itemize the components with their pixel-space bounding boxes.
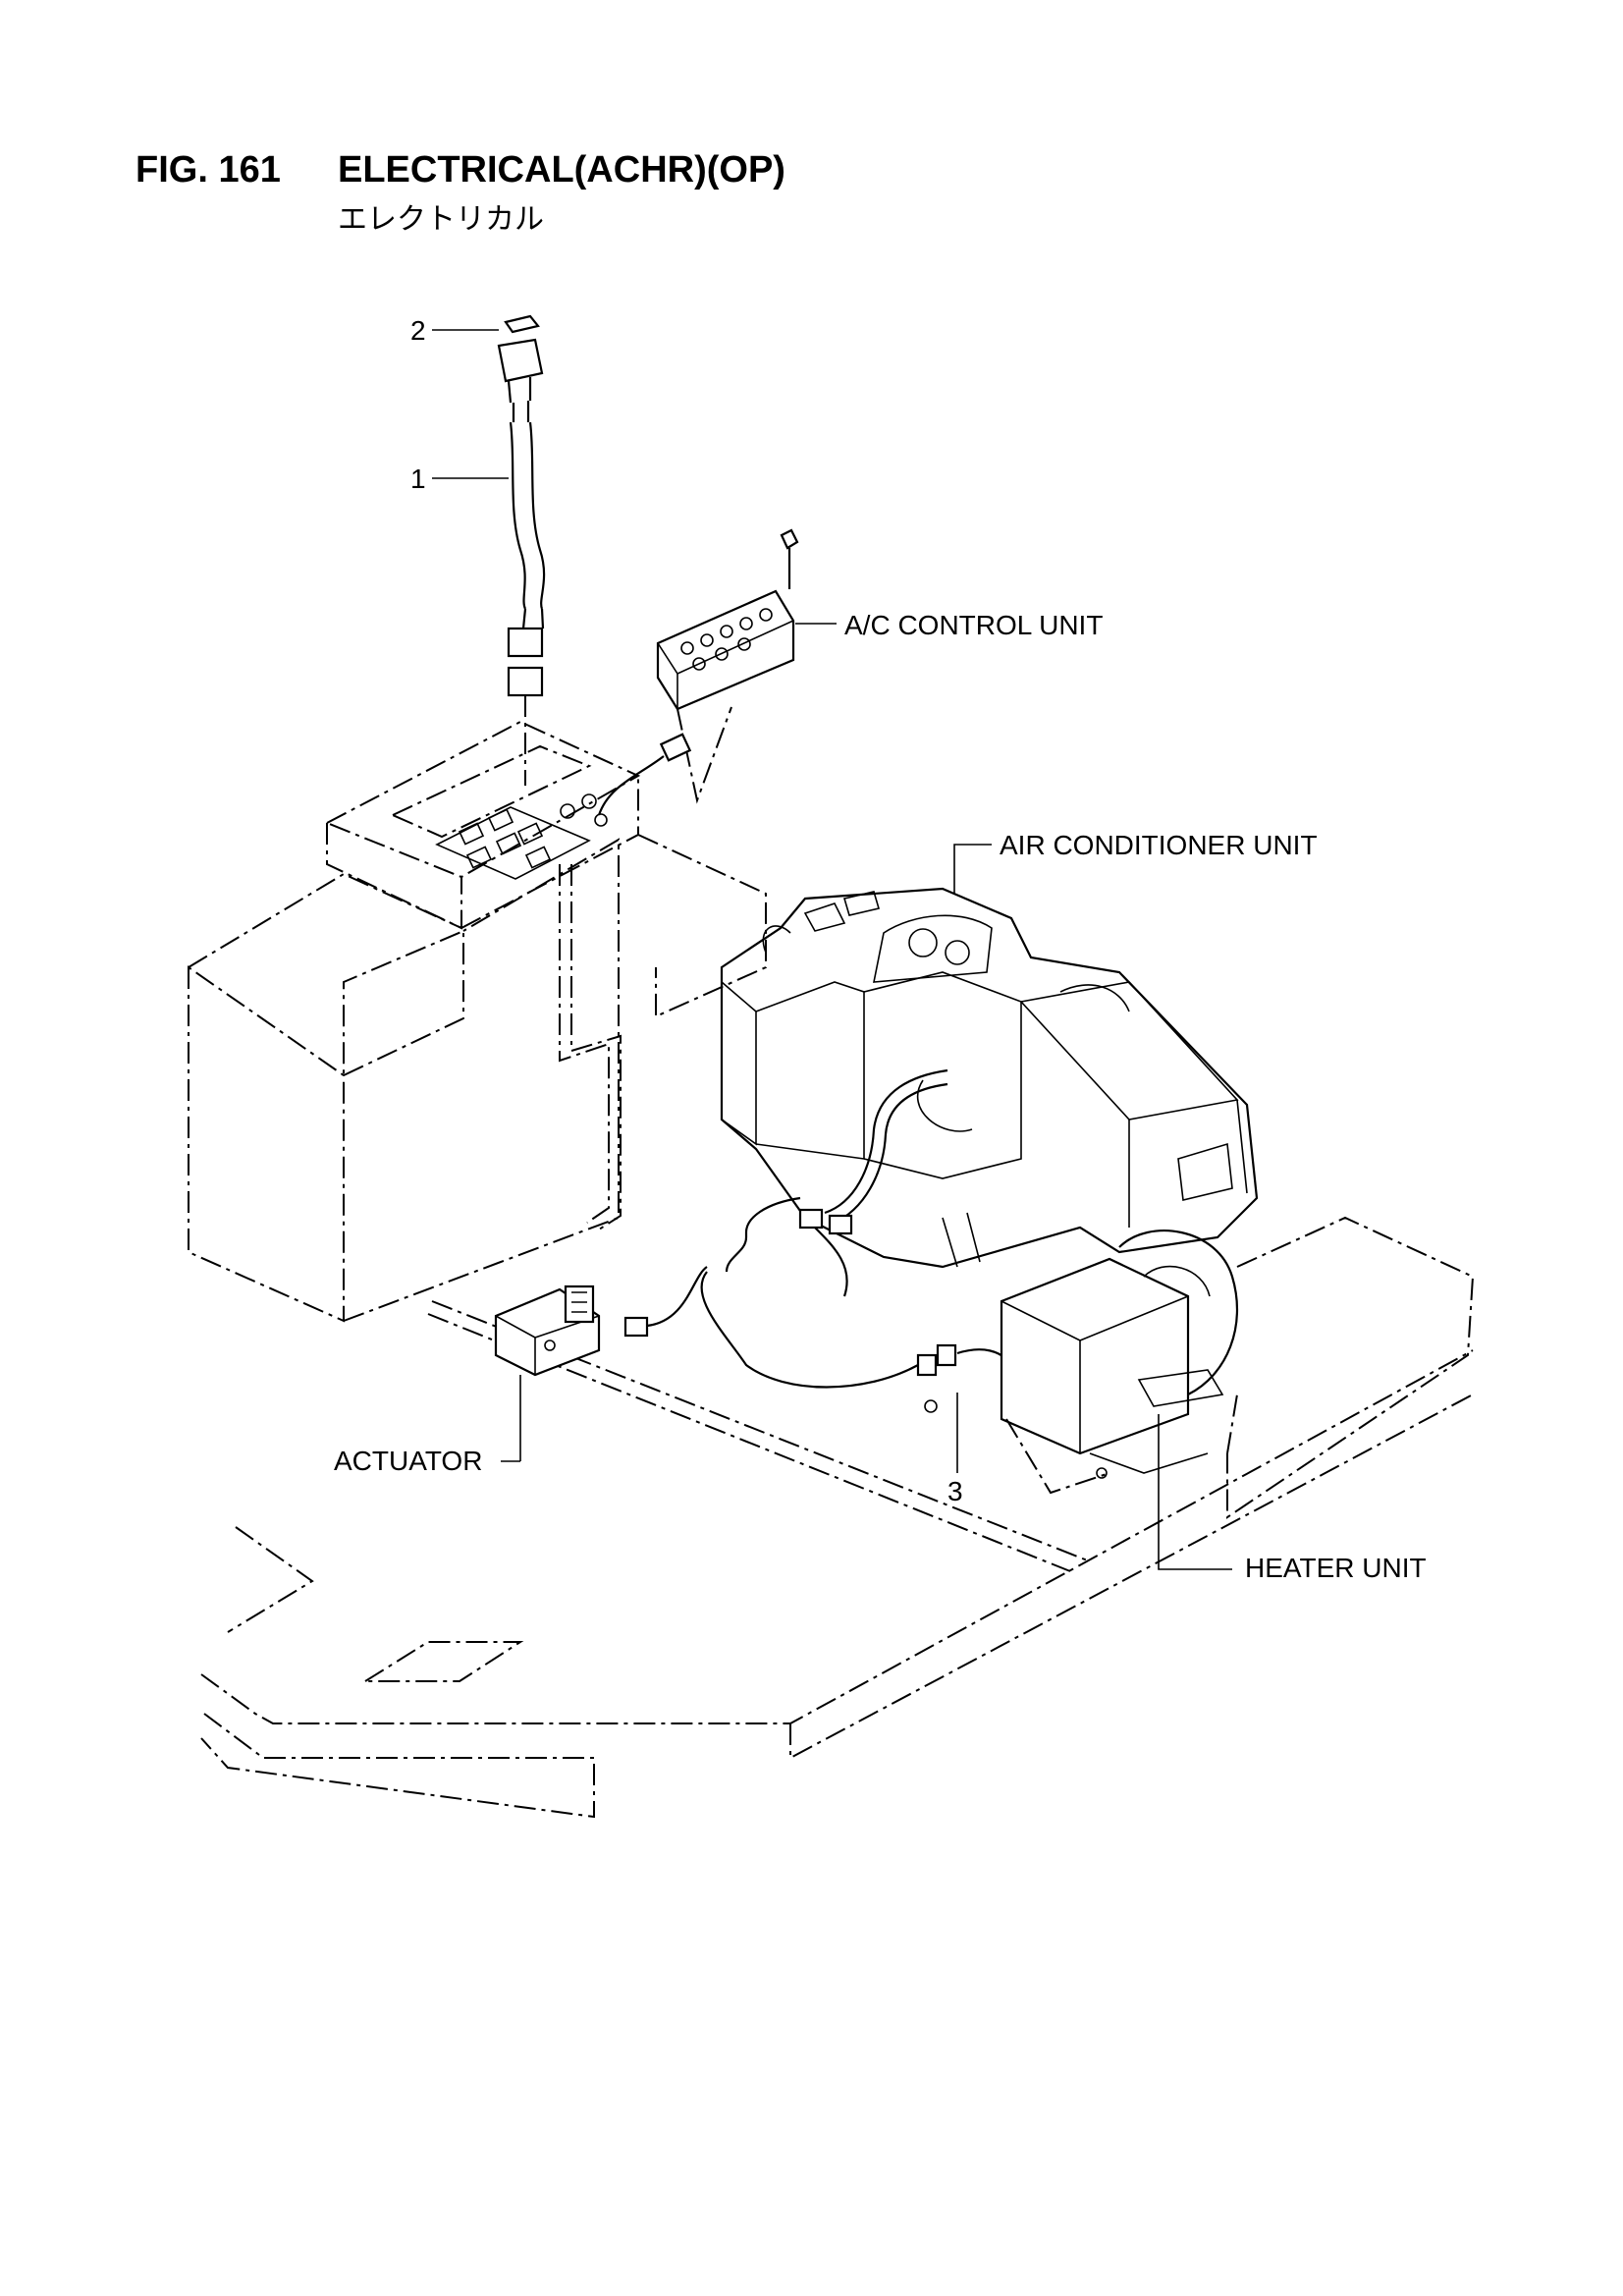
callout-heater-unit: HEATER UNIT [1245,1553,1427,1583]
air-conditioner-unit [720,887,1259,1269]
callout-leaders [432,329,1232,1570]
callout-labels: 2 1 A/C CONTROL UNIT AIR CONDITIONER UNI… [334,315,1427,1583]
callout-actuator: ACTUATOR [334,1446,482,1476]
callout-item-1: 1 [410,464,426,494]
callout-item-3: 3 [947,1476,963,1506]
switch-harness-assembly [497,314,546,786]
callout-item-2: 2 [410,315,426,346]
switch-panel [435,793,608,880]
figure-title: ELECTRICAL(ACHR)(OP) [338,149,785,191]
heater-unit [1000,1216,1475,1519]
figure-number: FIG. 161 [135,149,281,191]
callout-ac-control-unit: A/C CONTROL UNIT [844,610,1103,640]
ac-control-unit [597,528,799,816]
ac-wiring-harness [700,1068,1012,1413]
floor-plate [200,1349,1474,1819]
actuator-unit [494,1266,708,1377]
figure-subtitle: エレクトリカル [338,203,544,236]
callout-air-conditioner-unit: AIR CONDITIONER UNIT [1000,830,1318,860]
